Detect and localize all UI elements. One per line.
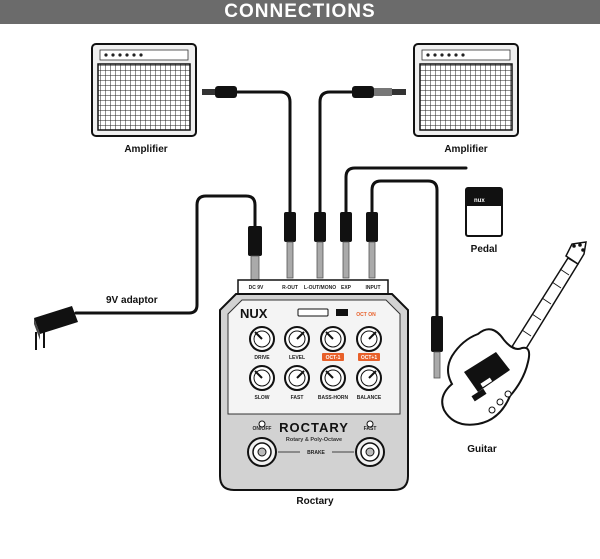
adaptor [34,306,78,350]
expression-pedal: nux [465,187,503,237]
device-subtitle: Rotary & Poly-Octave [286,437,342,443]
roctary-pedal: DC 9V R-OUT L-OUT/MONO EXP INPUT NUX OCT… [219,279,409,491]
oct-on-label: OCT ON [356,312,376,318]
pedal-brand: nux [474,198,485,204]
knob-label-oct-plus: OCT+1 [361,355,377,361]
knob-label-level: LEVEL [289,355,305,361]
amplifier-left [91,43,197,137]
guitar-label: Guitar [467,444,497,455]
knob-label-slow: SLOW [255,395,270,401]
knob-label-bass-horn: BASS-HORN [318,395,349,401]
amplifier-left-label: Amplifier [124,144,167,155]
knob-label-fast: FAST [291,395,304,401]
device-logo: ROCTARY [279,420,349,435]
cable-r-out [234,90,292,224]
knob-label-balance: BALANCE [357,395,382,401]
cable-l-out [318,90,355,224]
jack-label-dc: DC 9V [249,285,264,291]
amp-left-plug [202,86,237,98]
brake-label: BRAKE [307,450,325,456]
jack-label-exp: EXP [341,285,352,291]
guitar-plug [431,316,443,379]
cables [74,90,468,322]
knob-slow [249,365,275,391]
cable-dc [74,194,257,315]
amp-right-plug [352,86,406,98]
page-title: CONNECTIONS [0,0,600,24]
device-label: Roctary [296,496,334,507]
device-brand: NUX [240,306,268,321]
jack-label-input: INPUT [366,285,381,291]
knob-oct-plus [356,326,382,352]
knob-balance [356,365,382,391]
cable-input [370,179,439,322]
knob-label-oct-minus: OCT-1 [326,355,341,361]
knob-label-drive: DRIVE [254,355,270,361]
jack-label-l-out: L-OUT/MONO [304,285,336,291]
jack-label-r-out: R-OUT [282,285,298,291]
knob-oct-minus [320,326,346,352]
footswitch-right-label: FAST [364,426,377,432]
jack-plugs [248,212,378,281]
amplifier-right-label: Amplifier [444,144,487,155]
knob-drive [249,326,275,352]
knob-level [284,326,310,352]
knob-fast [284,365,310,391]
pedal-label: Pedal [471,244,498,255]
guitar [441,241,587,426]
knob-bass-horn [320,365,346,391]
footswitch-left-label: ON/OFF [253,426,272,432]
amplifier-right [413,43,519,137]
footswitch-right [355,437,385,467]
adaptor-label: 9V adaptor [106,295,158,306]
footswitch-left [247,437,277,467]
cable-exp [344,166,468,224]
